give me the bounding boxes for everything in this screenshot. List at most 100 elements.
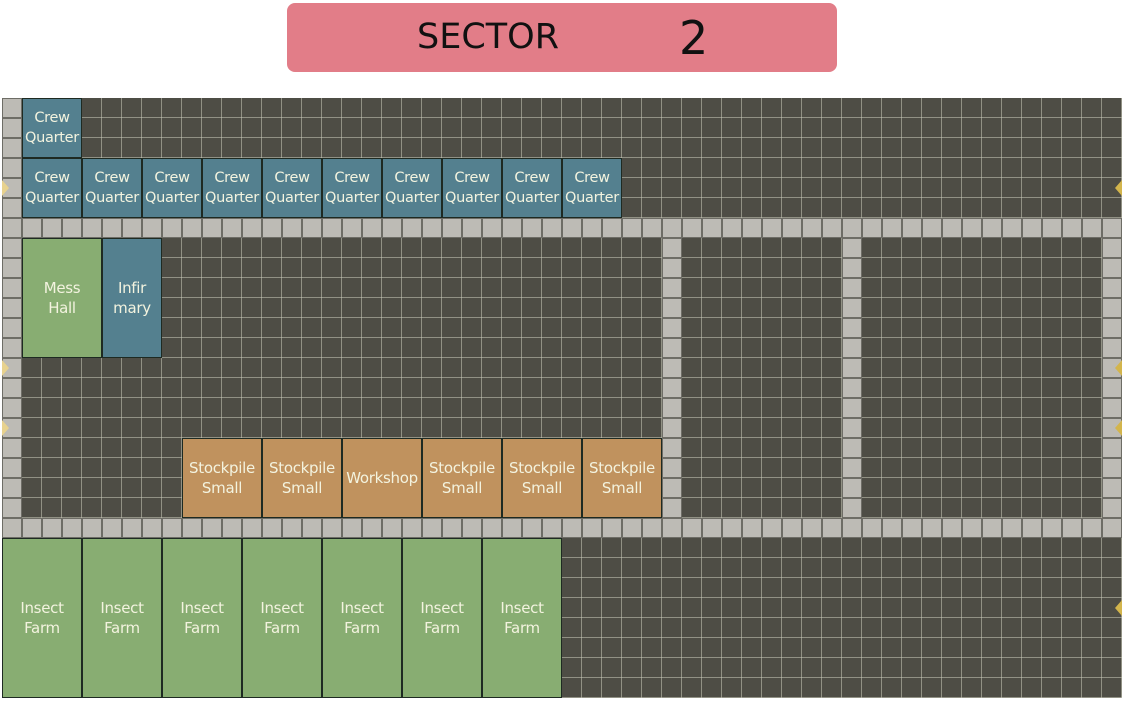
- corridor-tile[interactable]: [622, 218, 642, 238]
- corridor-tile[interactable]: [842, 358, 862, 378]
- corridor-tile[interactable]: [1102, 478, 1122, 498]
- corridor-tile[interactable]: [142, 218, 162, 238]
- room-crew-quarter[interactable]: Crew Quarter: [562, 158, 622, 218]
- corridor-tile[interactable]: [902, 218, 922, 238]
- corridor-tile[interactable]: [662, 318, 682, 338]
- corridor-tile[interactable]: [742, 218, 762, 238]
- corridor-tile[interactable]: [662, 458, 682, 478]
- corridor-tile[interactable]: [702, 518, 722, 538]
- corridor-tile[interactable]: [662, 478, 682, 498]
- corridor-tile[interactable]: [842, 418, 862, 438]
- corridor-tile[interactable]: [662, 518, 682, 538]
- corridor-tile[interactable]: [2, 498, 22, 518]
- corridor-tile[interactable]: [1102, 338, 1122, 358]
- corridor-tile[interactable]: [2, 158, 22, 178]
- corridor-tile[interactable]: [2, 198, 22, 218]
- corridor-tile[interactable]: [102, 518, 122, 538]
- corridor-tile[interactable]: [862, 218, 882, 238]
- corridor-tile[interactable]: [602, 218, 622, 238]
- corridor-tile[interactable]: [842, 518, 862, 538]
- corridor-tile[interactable]: [2, 138, 22, 158]
- corridor-tile[interactable]: [822, 218, 842, 238]
- corridor-tile[interactable]: [1102, 298, 1122, 318]
- corridor-tile[interactable]: [242, 218, 262, 238]
- corridor-tile[interactable]: [522, 518, 542, 538]
- corridor-tile[interactable]: [782, 518, 802, 538]
- corridor-tile[interactable]: [982, 218, 1002, 238]
- corridor-tile[interactable]: [462, 518, 482, 538]
- corridor-tile[interactable]: [342, 218, 362, 238]
- corridor-tile[interactable]: [402, 518, 422, 538]
- corridor-tile[interactable]: [1082, 518, 1102, 538]
- corridor-tile[interactable]: [582, 518, 602, 538]
- corridor-tile[interactable]: [382, 218, 402, 238]
- room-mess-hall[interactable]: Mess Hall: [22, 238, 102, 358]
- door-marker-icon[interactable]: [1115, 360, 1122, 376]
- room-crew-quarter[interactable]: Crew Quarter: [142, 158, 202, 218]
- corridor-tile[interactable]: [762, 218, 782, 238]
- corridor-tile[interactable]: [642, 218, 662, 238]
- corridor-tile[interactable]: [662, 238, 682, 258]
- corridor-tile[interactable]: [2, 98, 22, 118]
- corridor-tile[interactable]: [122, 218, 142, 238]
- corridor-tile[interactable]: [882, 518, 902, 538]
- corridor-tile[interactable]: [2, 118, 22, 138]
- corridor-tile[interactable]: [622, 518, 642, 538]
- corridor-tile[interactable]: [802, 218, 822, 238]
- corridor-tile[interactable]: [842, 298, 862, 318]
- corridor-tile[interactable]: [662, 498, 682, 518]
- corridor-tile[interactable]: [662, 338, 682, 358]
- room-crew-quarter[interactable]: Crew Quarter: [322, 158, 382, 218]
- room-stockpile-small[interactable]: Stockpile Small: [582, 438, 662, 518]
- room-insect-farm[interactable]: Insect Farm: [2, 538, 82, 698]
- corridor-tile[interactable]: [1102, 258, 1122, 278]
- corridor-tile[interactable]: [2, 338, 22, 358]
- corridor-tile[interactable]: [962, 518, 982, 538]
- room-insect-farm[interactable]: Insect Farm: [162, 538, 242, 698]
- corridor-tile[interactable]: [1102, 318, 1122, 338]
- corridor-tile[interactable]: [562, 218, 582, 238]
- corridor-tile[interactable]: [442, 218, 462, 238]
- corridor-tile[interactable]: [162, 218, 182, 238]
- corridor-tile[interactable]: [462, 218, 482, 238]
- room-insect-farm[interactable]: Insect Farm: [482, 538, 562, 698]
- corridor-tile[interactable]: [2, 218, 22, 238]
- corridor-tile[interactable]: [502, 518, 522, 538]
- door-marker-icon[interactable]: [1115, 420, 1122, 436]
- corridor-tile[interactable]: [1022, 218, 1042, 238]
- room-crew-quarter[interactable]: Crew Quarter: [82, 158, 142, 218]
- room-insect-farm[interactable]: Insect Farm: [82, 538, 162, 698]
- corridor-tile[interactable]: [282, 218, 302, 238]
- door-marker-icon[interactable]: [2, 180, 9, 196]
- corridor-tile[interactable]: [222, 218, 242, 238]
- corridor-tile[interactable]: [222, 518, 242, 538]
- corridor-tile[interactable]: [302, 218, 322, 238]
- corridor-tile[interactable]: [662, 258, 682, 278]
- corridor-tile[interactable]: [362, 518, 382, 538]
- corridor-tile[interactable]: [262, 218, 282, 238]
- corridor-tile[interactable]: [2, 278, 22, 298]
- corridor-tile[interactable]: [902, 518, 922, 538]
- corridor-tile[interactable]: [202, 218, 222, 238]
- corridor-tile[interactable]: [1082, 218, 1102, 238]
- corridor-tile[interactable]: [582, 218, 602, 238]
- door-marker-icon[interactable]: [2, 360, 9, 376]
- room-stockpile-small[interactable]: Stockpile Small: [502, 438, 582, 518]
- corridor-tile[interactable]: [282, 518, 302, 538]
- corridor-tile[interactable]: [702, 218, 722, 238]
- corridor-tile[interactable]: [842, 458, 862, 478]
- corridor-tile[interactable]: [1102, 398, 1122, 418]
- sector-map[interactable]: Crew Quarter Crew Quarter Crew Quarter C…: [2, 98, 1122, 698]
- room-crew-quarter[interactable]: Crew Quarter: [22, 158, 82, 218]
- door-marker-icon[interactable]: [2, 420, 9, 436]
- corridor-tile[interactable]: [682, 518, 702, 538]
- corridor-tile[interactable]: [262, 518, 282, 538]
- corridor-tile[interactable]: [542, 518, 562, 538]
- corridor-tile[interactable]: [1102, 378, 1122, 398]
- corridor-tile[interactable]: [142, 518, 162, 538]
- corridor-tile[interactable]: [822, 518, 842, 538]
- corridor-tile[interactable]: [642, 518, 662, 538]
- corridor-tile[interactable]: [2, 318, 22, 338]
- corridor-tile[interactable]: [662, 378, 682, 398]
- corridor-tile[interactable]: [162, 518, 182, 538]
